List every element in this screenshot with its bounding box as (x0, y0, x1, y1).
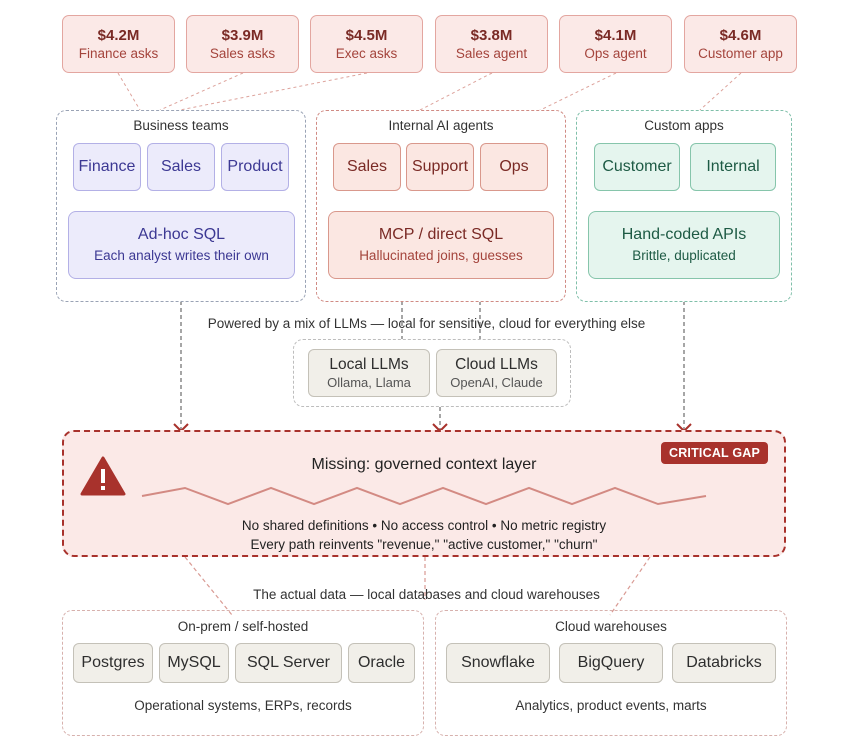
cloud-warehouses-group (435, 610, 787, 736)
chip-subtitle: OpenAI, Claude (450, 375, 543, 390)
cost-amount: $4.2M (97, 26, 140, 44)
warehouse-chip: BigQuery (559, 643, 663, 683)
team-chip: Product (221, 143, 289, 191)
chip-title: Local LLMs (329, 356, 409, 373)
box-subtitle: Each analyst writes their own (94, 248, 269, 263)
cost-label: Finance asks (78, 45, 159, 61)
gap-title: Missing: governed context layer (311, 456, 537, 473)
chip-subtitle: Ollama, Llama (327, 375, 411, 390)
cost-amount: $4.5M (345, 26, 388, 44)
group-title: Internal AI agents (388, 118, 494, 133)
db-chip: MySQL (159, 643, 229, 683)
cost-amount: $3.9M (221, 26, 264, 44)
group-title: Cloud warehouses (555, 619, 667, 634)
agent-chip: Sales (333, 143, 401, 191)
db-chip: Oracle (348, 643, 415, 683)
cloud-llm-chip: Cloud LLMs OpenAI, Claude (436, 349, 557, 397)
data-connectors (184, 556, 651, 616)
cost-amount: $4.1M (594, 26, 637, 44)
critical-gap-badge: CRITICAL GAP (661, 442, 768, 464)
data-caption: The actual data — local databases and cl… (253, 587, 600, 602)
group-title: Custom apps (644, 118, 724, 133)
hand-coded-apis-box: Hand-coded APIs Brittle, duplicated (588, 211, 780, 279)
warehouse-chip: Snowflake (446, 643, 550, 683)
agent-chip: Ops (480, 143, 548, 191)
group-footer: Analytics, product events, marts (515, 698, 707, 713)
box-subtitle: Brittle, duplicated (632, 248, 736, 263)
box-title: MCP / direct SQL (378, 226, 504, 243)
team-chip: Finance (73, 143, 141, 191)
cost-chip: $4.5M Exec asks (310, 15, 423, 73)
warehouse-chip: Databricks (672, 643, 776, 683)
cost-label: Sales agent (455, 45, 528, 61)
box-title: Hand-coded APIs (621, 226, 747, 243)
box-title: Ad-hoc SQL (137, 226, 226, 243)
group-footer: Operational systems, ERPs, records (134, 698, 352, 713)
zigzag-line (141, 486, 707, 506)
cost-chip: $3.9M Sales asks (186, 15, 299, 73)
cost-amount: $3.8M (470, 26, 513, 44)
cost-label: Customer app (698, 45, 783, 61)
cost-chip: $4.6M Customer app (684, 15, 797, 73)
team-chip: Sales (147, 143, 215, 191)
box-subtitle: Hallucinated joins, guesses (359, 248, 523, 263)
cost-amount: $4.6M (719, 26, 762, 44)
db-chip: SQL Server (235, 643, 342, 683)
cost-chip: $4.1M Ops agent (559, 15, 672, 73)
gap-line-1: No shared definitions • No access contro… (241, 518, 607, 533)
cost-label: Ops agent (584, 45, 647, 61)
cost-label: Exec asks (335, 45, 398, 61)
cost-chip: $3.8M Sales agent (435, 15, 548, 73)
db-chip: Postgres (73, 643, 153, 683)
agent-chip: Support (406, 143, 474, 191)
cost-chip: $4.2M Finance asks (62, 15, 175, 73)
local-llm-chip: Local LLMs Ollama, Llama (308, 349, 430, 397)
warning-icon (80, 456, 126, 496)
mcp-sql-box: MCP / direct SQL Hallucinated joins, gue… (328, 211, 554, 279)
group-title: On-prem / self-hosted (177, 619, 309, 634)
llm-caption: Powered by a mix of LLMs — local for sen… (207, 316, 646, 331)
app-chip: Customer (594, 143, 680, 191)
adhoc-sql-box: Ad-hoc SQL Each analyst writes their own (68, 211, 295, 279)
onprem-group (62, 610, 424, 736)
chip-title: Cloud LLMs (455, 356, 538, 373)
app-chip: Internal (690, 143, 776, 191)
cost-connectors (117, 72, 742, 121)
gap-line-2: Every path reinvents "revenue," "active … (250, 537, 598, 552)
cost-label: Sales asks (209, 45, 276, 61)
group-title: Business teams (133, 118, 229, 133)
